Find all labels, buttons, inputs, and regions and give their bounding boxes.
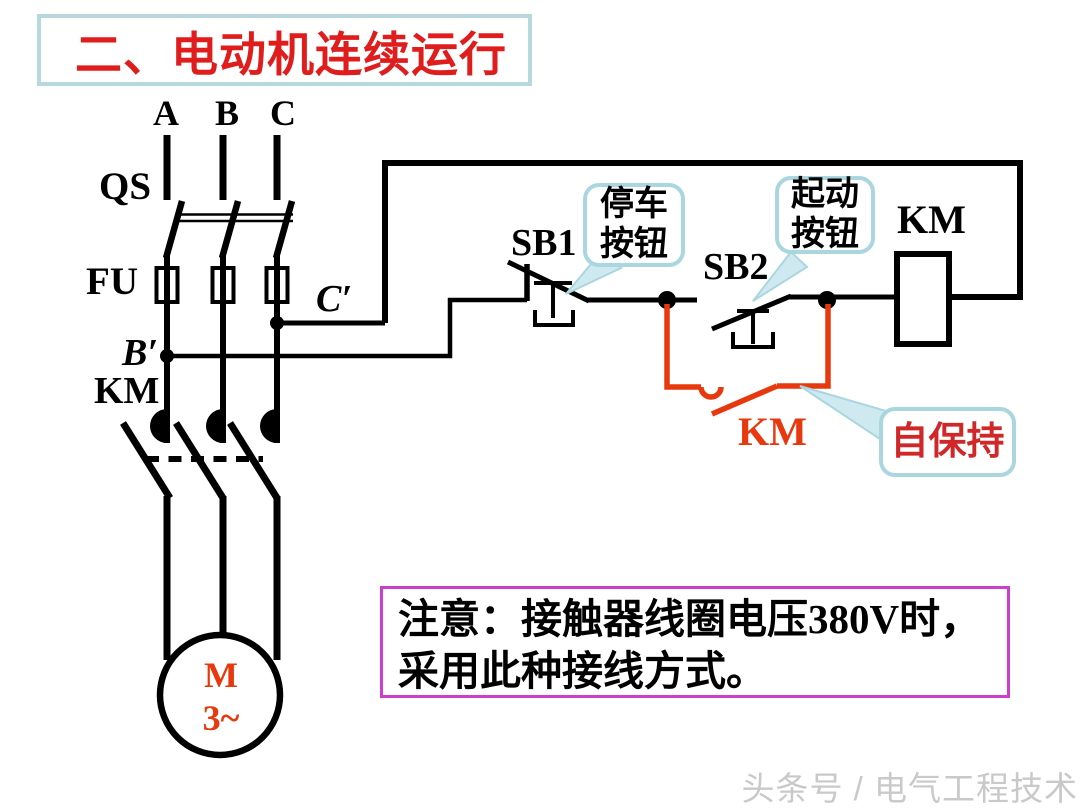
junction-dot bbox=[270, 316, 284, 330]
sb2-symbol bbox=[711, 293, 792, 349]
phase-supply-lines bbox=[163, 135, 281, 200]
callout-selfhold-text: 自保持 bbox=[890, 421, 1005, 463]
page-title: 二、电动机连续运行 bbox=[75, 29, 507, 82]
callout-stop-button: 停车 按钮 bbox=[583, 183, 685, 267]
motor-leads bbox=[163, 496, 281, 660]
junction-dot bbox=[818, 291, 836, 309]
fuse-label: FU bbox=[86, 260, 138, 303]
km-main-label: KM bbox=[94, 370, 160, 412]
callout-stop-line2: 按钮 bbox=[600, 226, 668, 263]
callout-selfhold: 自保持 bbox=[879, 407, 1016, 477]
note-line-1: 注意：接触器线圈电压380V时， bbox=[398, 596, 982, 642]
fuse-symbol bbox=[154, 266, 180, 304]
motor-m-label: M bbox=[204, 655, 238, 695]
callout-tail-start bbox=[752, 250, 809, 302]
control-top-rail bbox=[382, 160, 1023, 323]
callout-start-line2: 按钮 bbox=[791, 216, 859, 253]
motor-circle bbox=[156, 631, 284, 759]
fuse-symbol bbox=[264, 266, 290, 304]
power-circuit bbox=[120, 135, 296, 759]
km-selfhold-label: KM bbox=[738, 409, 807, 454]
callout-start-button: 起动 按钮 bbox=[775, 176, 875, 254]
note-line-2: 采用此种接线方式。 bbox=[398, 648, 767, 694]
c-prime-label: C′ bbox=[316, 278, 353, 320]
motor-phase-label: 3~ bbox=[202, 698, 240, 738]
title-box: 二、电动机连续运行 bbox=[37, 14, 532, 86]
selfhold-contact-blade bbox=[710, 383, 779, 417]
selfhold-left-wire bbox=[664, 304, 701, 390]
km-main-contact-terminals bbox=[150, 409, 277, 443]
qs-linkage-bar bbox=[176, 213, 293, 223]
note-box: 注意：接触器线圈电压380V时， 采用此种接线方式。 bbox=[380, 586, 1010, 698]
watermark: 头条号 / 电气工程技术 bbox=[741, 770, 1078, 807]
fuse-symbol bbox=[210, 266, 236, 304]
qs-label: QS bbox=[99, 165, 152, 208]
b-prime-label: B′ bbox=[122, 332, 159, 374]
junction-dot bbox=[160, 349, 174, 363]
selfhold-right-wire bbox=[777, 304, 831, 389]
qs-switch-blades bbox=[162, 200, 296, 259]
sb2-label: SB2 bbox=[703, 246, 769, 288]
km-coil-symbol bbox=[894, 251, 952, 347]
junction-dot bbox=[658, 291, 676, 309]
callout-start-line1: 起动 bbox=[791, 176, 859, 213]
sb1-symbol bbox=[506, 259, 591, 327]
callout-stop-line1: 停车 bbox=[600, 186, 668, 223]
control-circuit bbox=[160, 160, 1023, 363]
phase-label-a: A bbox=[153, 93, 179, 133]
sb1-label: SB1 bbox=[511, 222, 577, 264]
b-prime-wire bbox=[167, 297, 527, 359]
selfhold-branch bbox=[664, 304, 831, 417]
phase-label-c: C bbox=[270, 93, 296, 133]
selfhold-contact-terminal bbox=[698, 386, 724, 400]
km-coil-label: KM bbox=[897, 197, 966, 242]
phase-label-b: B bbox=[214, 93, 240, 133]
